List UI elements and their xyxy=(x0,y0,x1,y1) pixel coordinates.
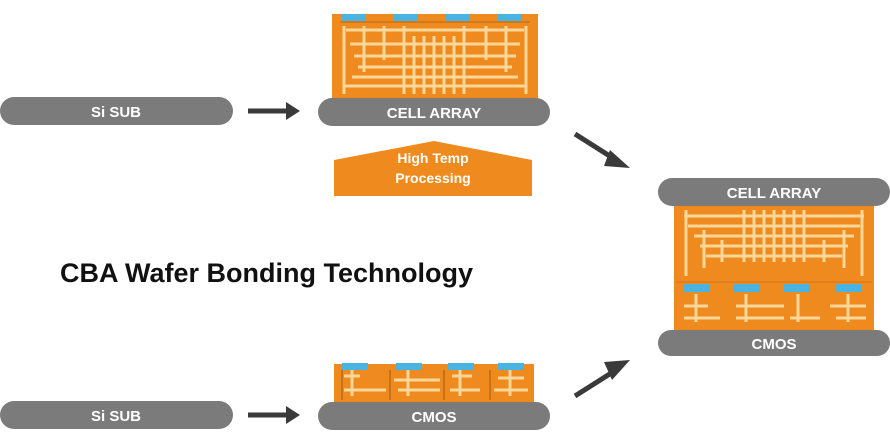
high-temp-line2: Processing xyxy=(395,170,470,186)
high-temp-line1: High Temp xyxy=(397,150,468,166)
arrow-diagonal-up xyxy=(573,360,630,399)
cmos-stack: CMOS xyxy=(318,363,550,430)
bonded-cell-array-label: CELL ARRAY xyxy=(727,185,821,202)
high-temp-badge: High Temp Processing xyxy=(334,141,532,196)
si-sub-bottom-label: Si SUB xyxy=(91,408,141,425)
bonded-cmos-label: CMOS xyxy=(752,336,797,353)
diagram-title: CBA Wafer Bonding Technology xyxy=(60,258,473,288)
cell-array-top-label: CELL ARRAY xyxy=(387,105,481,122)
si-sub-top-label: Si SUB xyxy=(91,104,141,121)
arrow-diagonal-down xyxy=(573,131,630,168)
cell-array-stack: CELL ARRAY xyxy=(318,14,550,126)
arrow-right-top xyxy=(248,102,300,120)
cmos-bottom-label: CMOS xyxy=(412,409,457,426)
arrow-right-bottom xyxy=(248,406,300,424)
si-sub-bottom: Si SUB xyxy=(0,401,233,429)
si-sub-top: Si SUB xyxy=(0,97,233,125)
bonded-wafer: CELL ARRAY xyxy=(658,178,890,356)
